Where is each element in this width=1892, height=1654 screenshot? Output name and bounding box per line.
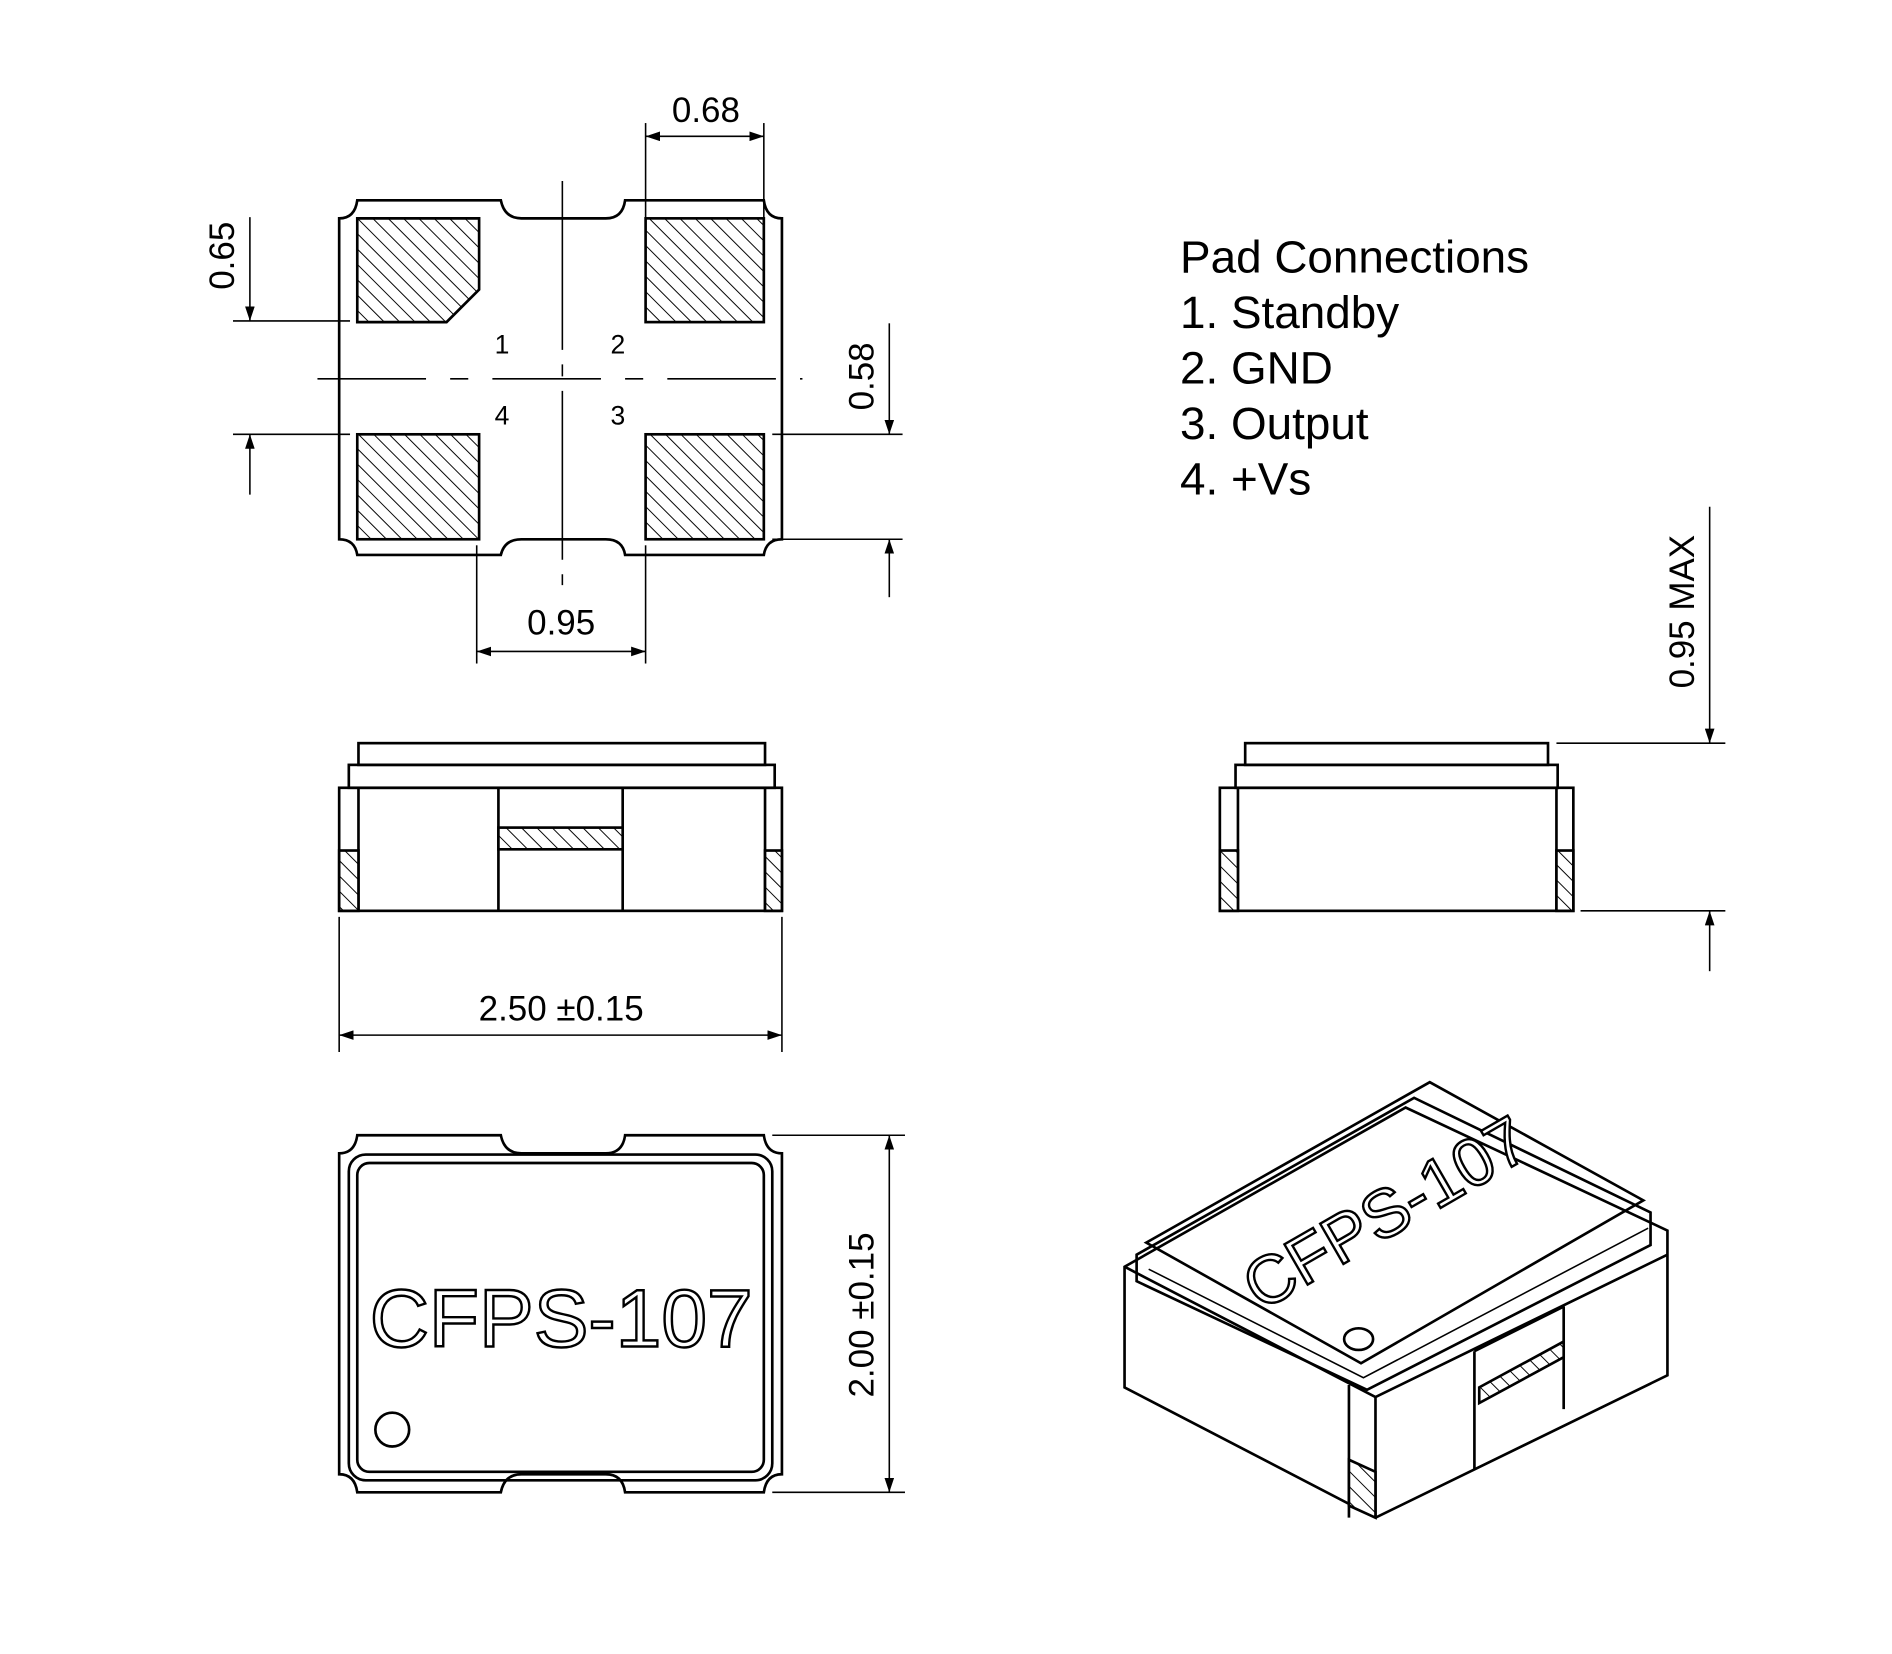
pad-connection-2: 2. GND (1180, 343, 1333, 394)
dim-pad-height: 0.65 (203, 222, 242, 290)
pad-number-4: 4 (495, 401, 510, 431)
pad-number-1: 1 (495, 329, 510, 359)
side-view-end: 0.95 MAX (1218, 506, 1726, 972)
isometric-view: CFPS-107 (1123, 1080, 1669, 1520)
dim-pad-gap-horizontal: 0.95 (527, 604, 595, 643)
pad-4 (355, 432, 481, 541)
pad-connection-3: 3. Output (1180, 398, 1369, 449)
pad-connections-legend: Pad Connections 1. Standby 2. GND 3. Out… (1180, 232, 1529, 505)
pad-connections-title: Pad Connections (1180, 232, 1529, 283)
pad-connection-4: 4. +Vs (1180, 454, 1311, 505)
top-view: 1 2 3 4 0.68 0.65 0.58 0.95 (203, 91, 903, 664)
side-view-front: 2.50 ±0.15 (337, 741, 784, 1052)
pad-2 (644, 217, 766, 324)
dim-pad-width: 0.68 (672, 91, 740, 130)
dim-length: 2.50 ±0.15 (479, 990, 644, 1029)
pad-3 (644, 432, 766, 541)
pin1-dot (374, 1411, 411, 1448)
dim-height: 0.95 MAX (1663, 535, 1702, 689)
pad-connection-1: 1. Standby (1180, 287, 1399, 338)
dim-pad-gap-vertical: 0.58 (843, 342, 882, 410)
iso-marking-text: CFPS-107 (1231, 1102, 1542, 1325)
dim-width: 2.00 ±0.15 (843, 1232, 882, 1397)
package-outline (337, 198, 784, 557)
marking-text: CFPS-107 (370, 1273, 753, 1364)
marking-view: CFPS-107 2.00 ±0.15 (337, 1133, 905, 1494)
pad-number-2: 2 (610, 329, 625, 359)
pad-number-3: 3 (610, 401, 625, 431)
pad-1 (355, 217, 481, 324)
